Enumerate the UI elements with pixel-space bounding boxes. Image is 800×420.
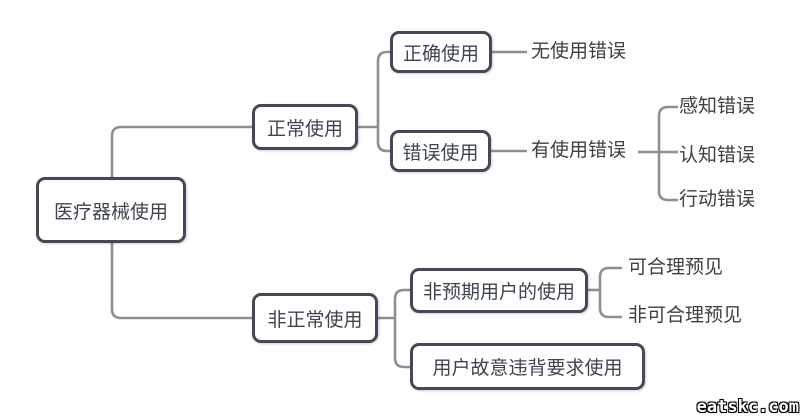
label-no-use-error: 无使用错误 (531, 41, 627, 62)
connector-root-to-normal (110, 125, 252, 177)
node-unintended-user-use: 非预期用户的使用 (410, 268, 588, 313)
node-normal-use: 正常使用 (252, 104, 358, 150)
label-has-use-error: 有使用错误 (531, 140, 627, 161)
node-intentional-violation-use: 用户故意违背要求使用 (410, 343, 645, 390)
node-erroneous-use: 错误使用 (390, 130, 491, 172)
connector-abnormal-children-brace (393, 288, 410, 369)
watermark-text: eatskc.com (696, 397, 799, 417)
label-not-reasonably-foreseeable: 非可合理预见 (628, 305, 743, 326)
connector-root-to-abnormal (110, 243, 252, 320)
node-medical-device-use: 医疗器械使用 (36, 177, 186, 243)
node-abnormal-use: 非正常使用 (252, 293, 378, 343)
label-action-error: 行动错误 (679, 189, 756, 210)
connector-foreseeable-brace (598, 266, 622, 319)
node-correct-use: 正确使用 (390, 31, 492, 73)
connector-error-types-brace (657, 105, 678, 202)
label-reasonably-foreseeable: 可合理预见 (628, 257, 724, 278)
label-perception-error: 感知错误 (679, 96, 756, 117)
connector-normal-children-brace (376, 50, 390, 153)
label-cognition-error: 认知错误 (679, 145, 756, 166)
